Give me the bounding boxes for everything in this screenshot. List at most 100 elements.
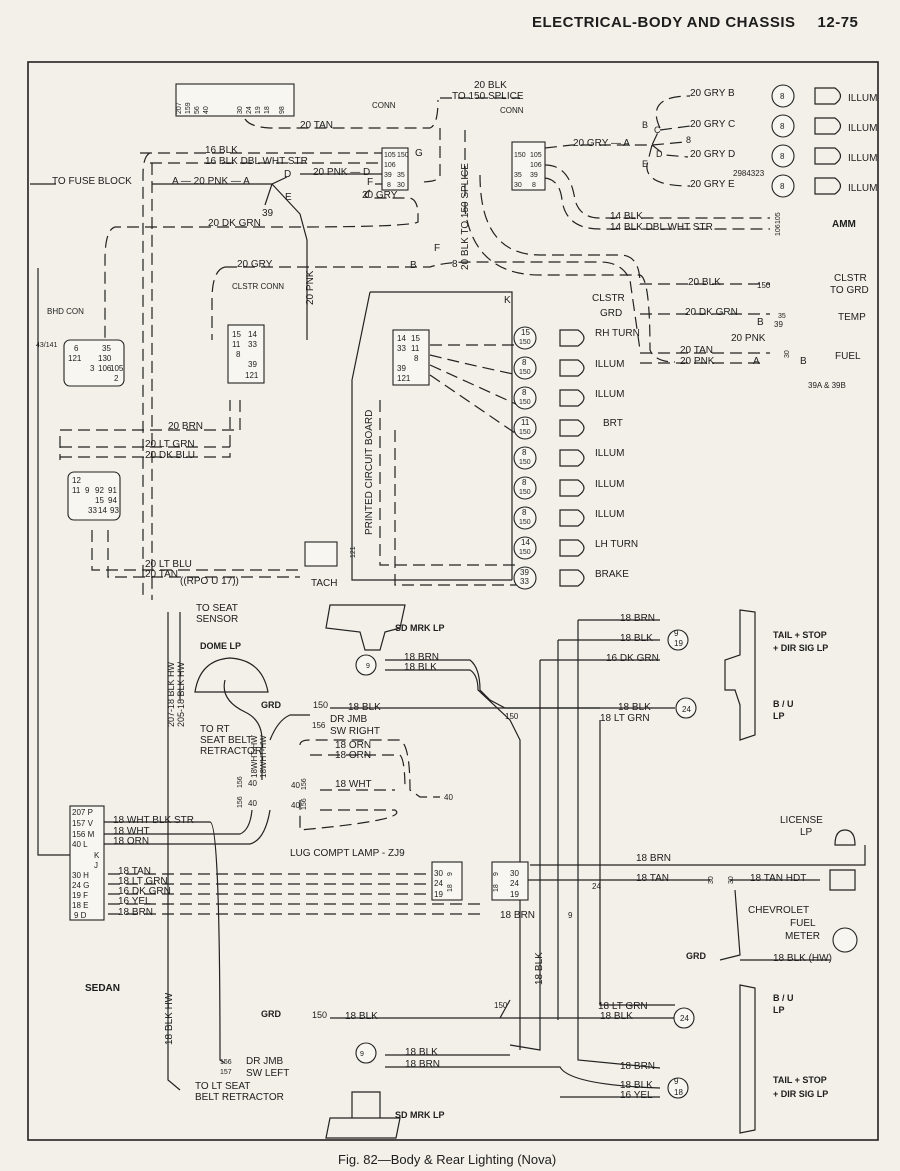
wire-label: 18 BLK (600, 1011, 633, 1022)
connector-pin-number: 40 (444, 793, 453, 802)
connector-pin-number: 30 H (72, 871, 89, 880)
wire-label: 18 BLK (534, 952, 545, 985)
body-harness-connector (69, 805, 105, 921)
wire-label: ILLUM (595, 389, 624, 400)
wire-label: SW RIGHT (330, 726, 380, 737)
connector-pin-number: 8 (387, 182, 391, 189)
bulb-icon (559, 359, 585, 377)
connector-pin-number: 8 (532, 182, 536, 189)
connector-pin-number: 156 (312, 721, 326, 730)
bulb-socket (513, 446, 537, 470)
connector-pin-number: 15 (95, 496, 104, 505)
wire-label: 18 BRN (118, 907, 153, 918)
wire-label: 20 PNK (305, 270, 316, 305)
wire-label: B (757, 317, 764, 328)
connector-pin-number: 94 (108, 496, 117, 505)
wire-label: 16 YEL (118, 896, 151, 907)
connector-pin-number: 40 (291, 801, 300, 810)
lamp-socket (355, 1042, 377, 1064)
wire-label: 20 LT BLU (145, 559, 192, 570)
connector-pin-number: 19 (434, 890, 443, 899)
wire-label: 18 WHT (335, 779, 372, 790)
wire-label: 20 LT GRN (145, 439, 195, 450)
wire-label: METER (785, 931, 820, 942)
wire-label: 18 TAN (118, 866, 151, 877)
figure-caption: Fig. 82—Body & Rear Lighting (Nova) (338, 1152, 557, 1167)
connector-pin-number: 93 (110, 506, 119, 515)
top-harness-connector (175, 83, 295, 117)
wire-label: B (642, 120, 648, 130)
wire-label: ILLUM (595, 448, 624, 459)
wire-label: LICENSE (780, 815, 823, 826)
connector-pin-number: 2 (114, 374, 119, 383)
page-number: 12-75 (817, 14, 859, 31)
wire-label: 20 TAN (680, 345, 713, 356)
wire-label: 43/141 (36, 342, 58, 349)
wire-label: LP (773, 711, 785, 721)
wire-label: PRINTED CIRCUIT BOARD (364, 410, 375, 535)
connector-pin-number: 207 P (72, 808, 93, 817)
rear-connector-right (491, 861, 529, 901)
wire-label: 150 (312, 1010, 327, 1020)
connector-pin-number: 24 (510, 879, 519, 888)
wire-label: 18 ORN (113, 836, 149, 847)
connector-pin-number: 121 (350, 546, 357, 558)
wire-label: 18 ORN (335, 740, 371, 751)
connector-pin-number: 39 (530, 172, 538, 179)
connector-pin-number: 150 (519, 489, 531, 496)
connector-pin-number: 14 (98, 506, 107, 515)
wire-label: SD MRK LP (395, 623, 445, 633)
wire-label: CLSTR (834, 273, 867, 284)
connector-pin-number: 40 (248, 779, 257, 788)
connector-pin-number: 9 (674, 1077, 679, 1086)
connector-pin-number: 8 (522, 478, 527, 487)
connector-pin-number: 19 (674, 639, 683, 648)
wire-label: ILLUM (848, 93, 877, 104)
wire-label: F (367, 177, 373, 188)
wire-label: ILLUM (848, 183, 877, 194)
wire-label: 14 BLK DBL WHT STR (610, 222, 713, 233)
bulb-socket (513, 506, 537, 530)
wire-label: 20 GRY (237, 259, 273, 270)
wire-label: 20 DK BLU (145, 450, 195, 461)
connector-pin-number: 121 (397, 374, 411, 383)
wire-label: 150 (313, 700, 328, 710)
connector-pin-number: 30 (434, 869, 443, 878)
wire-label: ILLUM (848, 123, 877, 134)
connector-pin-number: 105 (384, 152, 396, 159)
wire-label: 18 BLK HW (164, 992, 175, 1045)
wire-label: 18 BLK (620, 1080, 653, 1091)
connector-pin-number: 9 (447, 872, 454, 876)
bulkhead-connector (63, 339, 125, 387)
wire-label: TO LT SEAT (195, 1081, 250, 1092)
wire-label: ILLUM (595, 509, 624, 520)
connector-pin-number: 19 F (72, 891, 88, 900)
lamp-socket (675, 697, 697, 719)
wire-label: B (410, 260, 417, 271)
connector-pin-number: 157 V (72, 819, 94, 828)
wire-label: 18 BRN (404, 652, 439, 663)
wire-label: ILLUM (595, 359, 624, 370)
connector-pin-number: 8 (780, 152, 785, 161)
wire-label: 18WHT-HW (259, 735, 268, 778)
connector-pin-number: 156 (237, 796, 244, 808)
connector-pin-number: 150 (514, 152, 526, 159)
bulb-icon (559, 479, 585, 497)
connector-pin-number: 24 (682, 705, 691, 714)
connector-pin-number: 30 (510, 869, 519, 878)
connector-pin-number: 33 (248, 340, 257, 349)
bulb-icon (559, 449, 585, 467)
connector-pin-number: 39 (397, 364, 406, 373)
wire-label: 20 GRY C (690, 119, 735, 130)
connector-pin-number: 11 (521, 418, 530, 427)
connector-pin-number: 207 (176, 102, 183, 114)
wire-label: LP (800, 827, 813, 838)
wire-label: CONN (372, 101, 396, 110)
wire-label: GRD (600, 308, 622, 319)
wire-label: 205-18 BLK HW (176, 661, 186, 727)
connector-pin-number: 18 (264, 106, 271, 114)
bulb-sockets (355, 84, 842, 1099)
connector-pin-number: 14 (248, 330, 257, 339)
bulb-socket (513, 536, 537, 560)
wire-label: 16 BLK (205, 145, 238, 156)
